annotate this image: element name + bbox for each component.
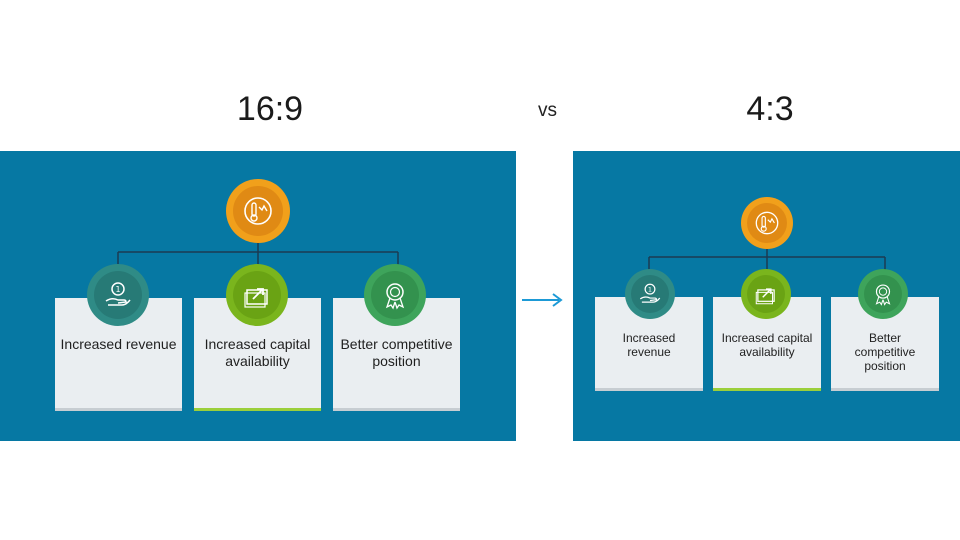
award-ribbon-icon — [875, 284, 891, 306]
circle-position — [364, 264, 426, 326]
circle-revenue: 1 — [625, 269, 675, 319]
circle-capital — [741, 269, 791, 319]
circle-position — [858, 269, 908, 319]
circle-revenue: 1 — [87, 264, 149, 326]
card-better-position: Better competitive position — [333, 298, 460, 411]
left-label: 16:9 — [236, 90, 304, 128]
card-label: Better competitive position — [340, 336, 453, 369]
svg-text:1: 1 — [648, 286, 652, 294]
card-label: Increased capital availability — [721, 331, 813, 359]
globe-thermometer-icon — [755, 211, 779, 235]
card-label: Increased revenue — [622, 331, 676, 359]
circle-capital — [226, 264, 288, 326]
globe-thermometer-icon — [244, 197, 272, 225]
top-circle — [741, 197, 793, 249]
card-label: Better competitive position — [854, 331, 916, 373]
card-label: Increased capital availability — [204, 336, 311, 369]
money-arrow-icon — [244, 288, 268, 308]
money-arrow-icon — [755, 288, 775, 305]
vs-label: vs — [538, 100, 557, 121]
right-label: 4:3 — [746, 90, 794, 128]
svg-text:1: 1 — [115, 285, 120, 294]
award-ribbon-icon — [385, 283, 405, 310]
arrow-right-icon — [522, 293, 563, 307]
top-circle — [226, 179, 290, 243]
slide-4-3: Increased revenue Increased capital avai… — [573, 151, 960, 441]
connector-lines — [117, 235, 399, 269]
hand-coin-icon: 1 — [639, 283, 661, 303]
card-label: Increased revenue — [60, 336, 177, 352]
slide-16-9: Increased revenue Increased capital avai… — [0, 151, 516, 441]
hand-coin-icon: 1 — [105, 282, 131, 306]
